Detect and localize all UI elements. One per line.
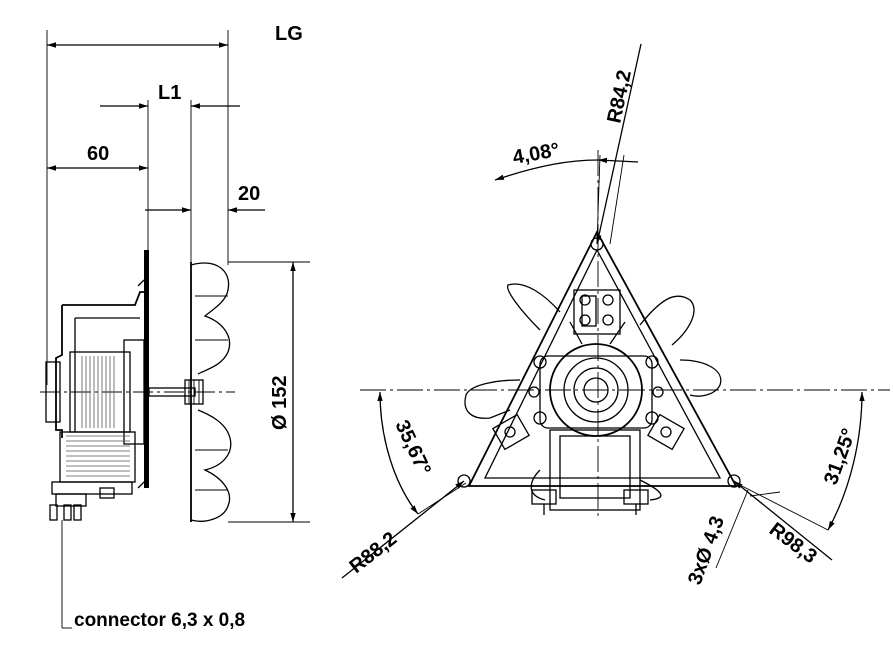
shaft [148,379,204,405]
dimension-l1: L1 [100,82,240,109]
radius-leaders [341,43,833,579]
r84-label: R84,2 [603,68,636,125]
side-view: LG L1 60 20 Ø 152 [40,23,310,631]
winding [81,356,115,428]
impeller-side [190,262,232,522]
dimension-diameter: Ø 152 [228,261,310,523]
motor-body-front [491,289,686,515]
dim-60-label: 60 [87,143,109,165]
l1-label: L1 [158,82,181,104]
r88-label: R88,2 [346,528,402,578]
lower-winding [66,435,130,477]
r98-label: R98,3 [765,518,821,568]
diameter-label: Ø 152 [269,376,291,430]
connector-note: connector 6,3 x 0,8 [61,520,245,631]
triangle-bracket [457,230,741,488]
dim-20-label: 20 [238,183,260,205]
dimension-60: 60 [47,143,148,171]
dimension-lg: LG [47,23,303,48]
dimension-20: 20 [145,183,265,213]
holes-label: 3xØ 4,3 [684,513,729,587]
angle-arcs [377,157,865,531]
connector-label: connector 6,3 x 0,8 [74,610,245,631]
front-view: R84,2 4,08° 35,67° 31,25° R88,2 3xØ 4,3 … [341,43,890,588]
mounting-plate [137,250,149,489]
angle-3567-label: 35,67° [390,417,434,479]
motor-housing [45,291,147,521]
fan-blades [464,283,722,501]
lg-label: LG [275,23,303,45]
